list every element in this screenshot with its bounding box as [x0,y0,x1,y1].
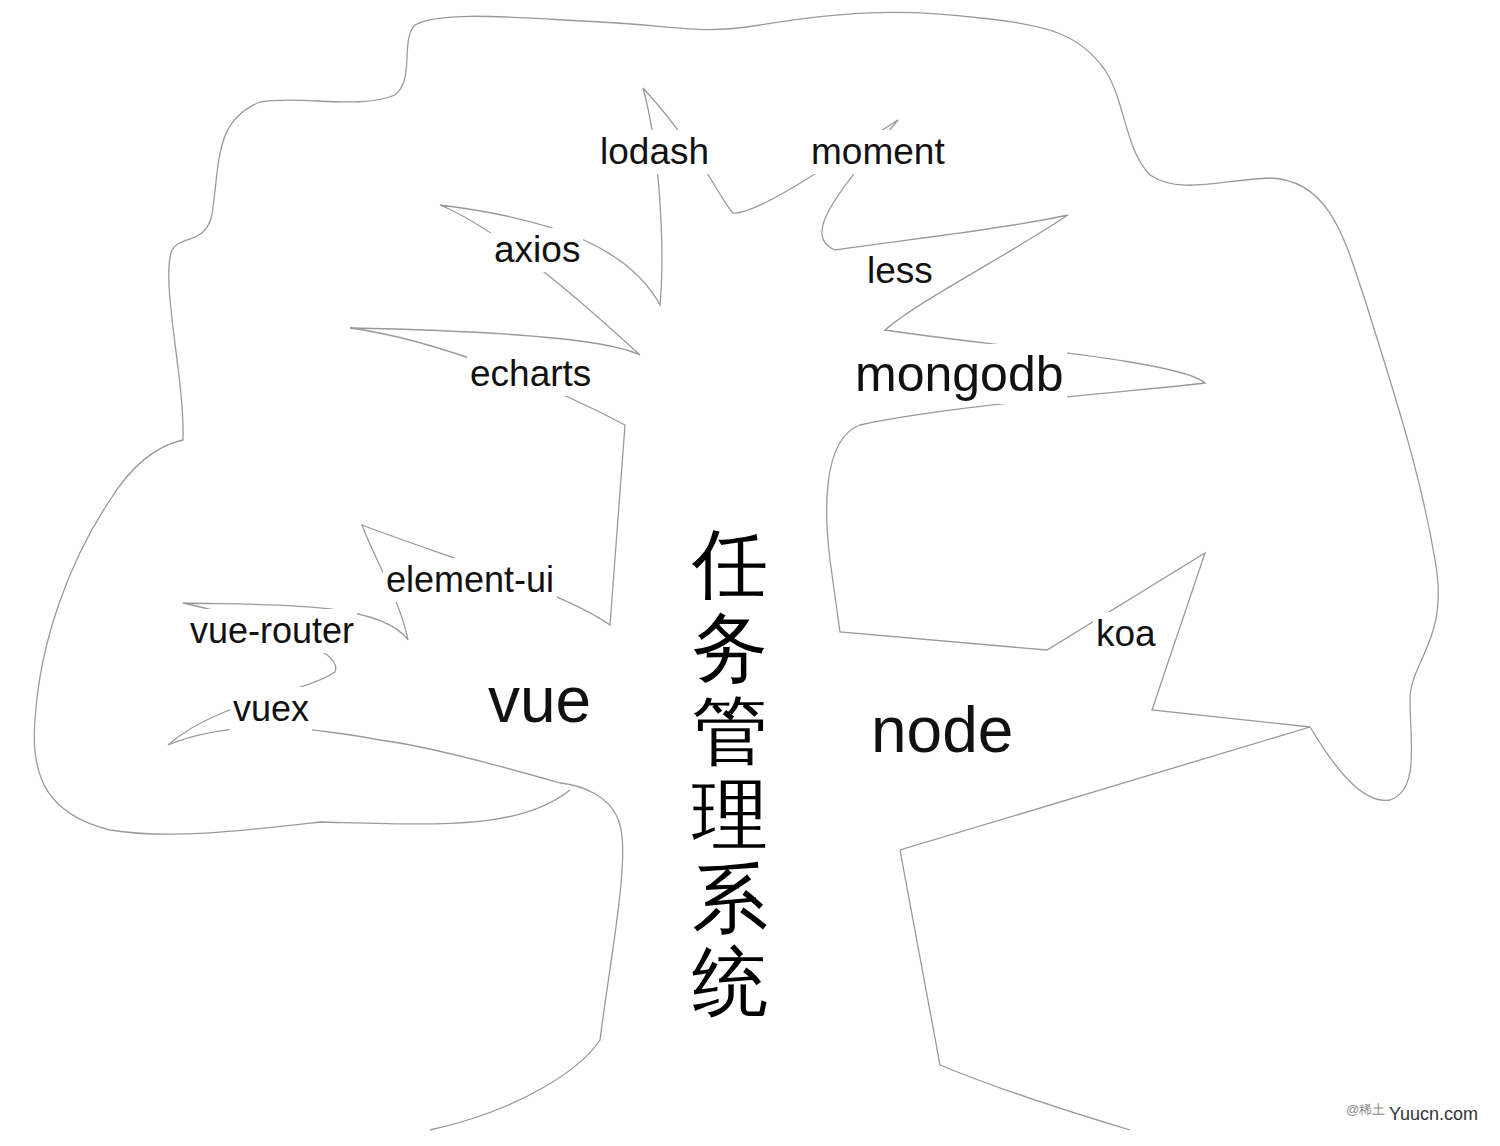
runtime-label: node [868,692,1016,769]
library-label: less [864,249,936,293]
watermark: @稀土 [1343,1102,1388,1118]
library-label: echarts [467,352,594,396]
watermark: Yuucn.com [1386,1104,1481,1126]
tree-trunk-branches [168,88,1310,1130]
library-label: koa [1093,612,1159,656]
library-label: vuex [230,687,312,730]
library-label: axios [491,228,583,272]
library-label: vue-router [187,609,357,652]
library-label: element-ui [383,558,557,601]
library-label: lodash [597,130,712,174]
database-label: mongodb [852,344,1067,404]
framework-label: vue [485,662,594,739]
diagram-title: 任务管理系统 [692,522,768,1024]
library-label: moment [808,130,948,174]
